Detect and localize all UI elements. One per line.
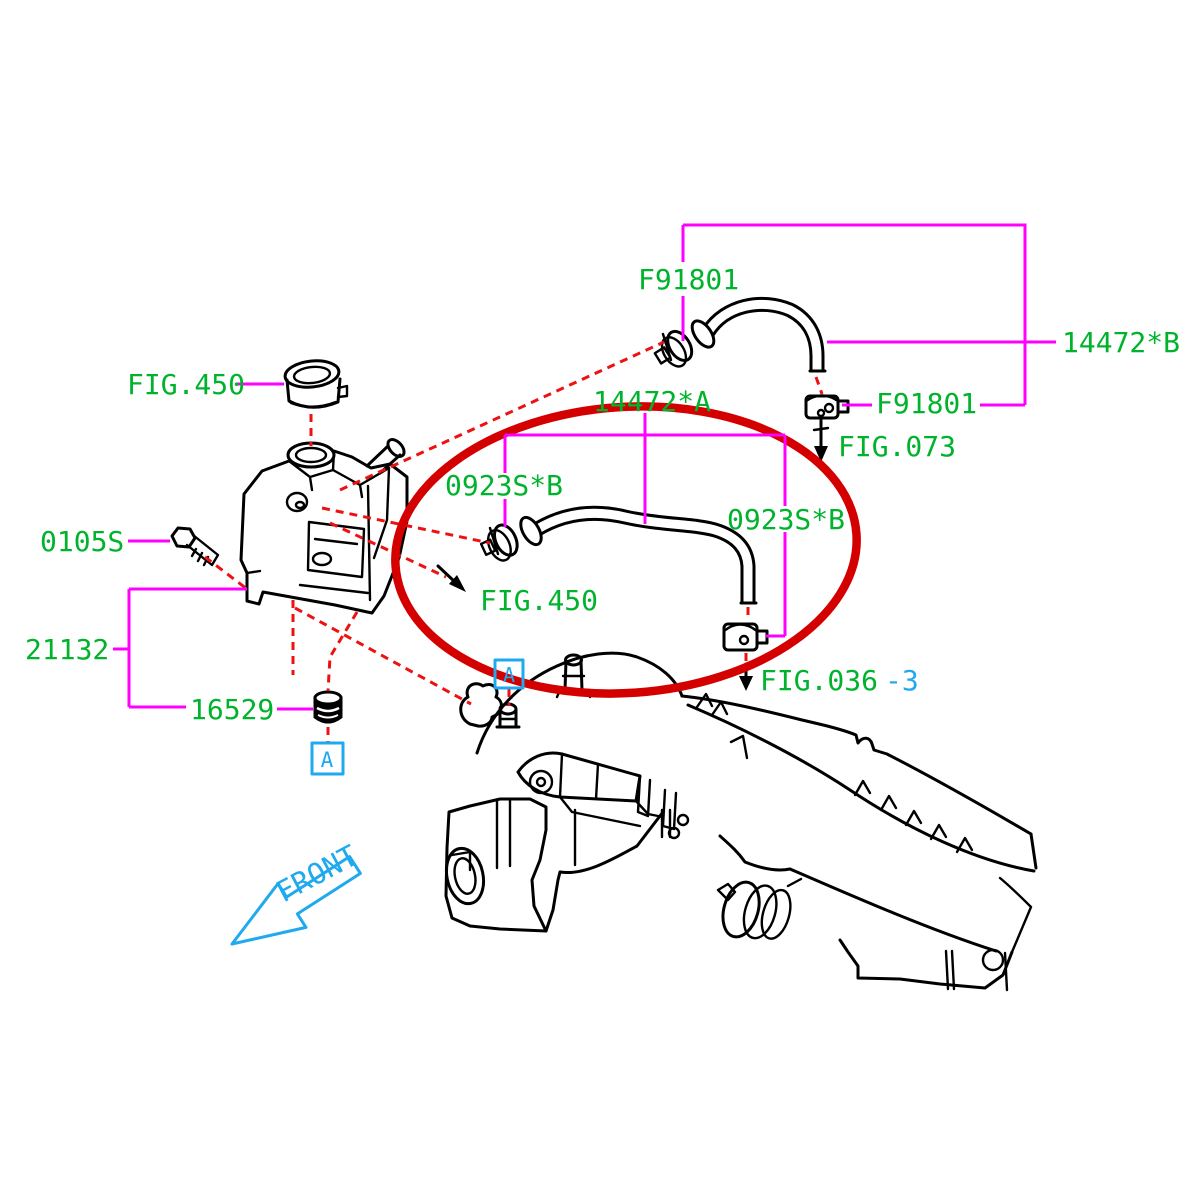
label-21132: 21132 [25,633,109,666]
reservoir-tank-drawing [239,438,409,615]
label-16529: 16529 [190,693,274,726]
callout-box-a2 [493,658,525,690]
bolt-drawing [170,526,220,567]
grommet-drawing [313,690,343,724]
fitting-f91801-drawing [804,394,850,420]
front-arrow-icon [230,855,362,946]
label-fig450-top: FIG.450 [127,368,245,401]
callout-a2-letter: A [503,663,515,687]
callout-box-a1 [310,741,345,776]
label-0923sb-left: 0923S*B [445,469,563,502]
label-f91801-right: F91801 [876,387,977,420]
label-0923sb-right: 0923S*B [727,503,845,536]
fig073-arrow-pin [812,417,830,462]
label-0105s: 0105S [40,525,124,558]
front-label: FRONT [270,838,363,909]
part-labels: FIG.450 F91801 14472*B 14472*A F91801 FI… [25,263,1180,726]
intake-manifold-drawing [444,651,1038,992]
hose-14472b-drawing [690,296,827,373]
front-indicator: FRONT [230,838,363,946]
label-fig073: FIG.073 [838,430,956,463]
fitting-0923sb-drawing [722,622,769,652]
hose-clamp-top-drawing [653,329,694,368]
cyan-callouts: A A FRONT [230,658,525,946]
red-routing-lines [204,340,824,742]
magenta-leader-lines [113,223,1056,711]
fig450-direction-arrow [436,564,466,592]
label-14472b: 14472*B [1062,326,1180,359]
label-14472a: 14472*A [593,385,711,418]
highlight-ellipse [391,402,861,698]
filler-cap-drawing [283,359,349,409]
label-fig450-center: FIG.450 [480,584,598,617]
label-fig036-suffix: -3 [885,664,919,697]
hose-clamp-center-drawing [479,523,519,562]
callout-a1-letter: A [321,748,334,772]
hose-14472a-drawing [519,505,758,605]
label-fig036: FIG.036 [760,664,878,697]
label-f91801-top: F91801 [638,263,739,296]
black-linework [170,296,1038,992]
